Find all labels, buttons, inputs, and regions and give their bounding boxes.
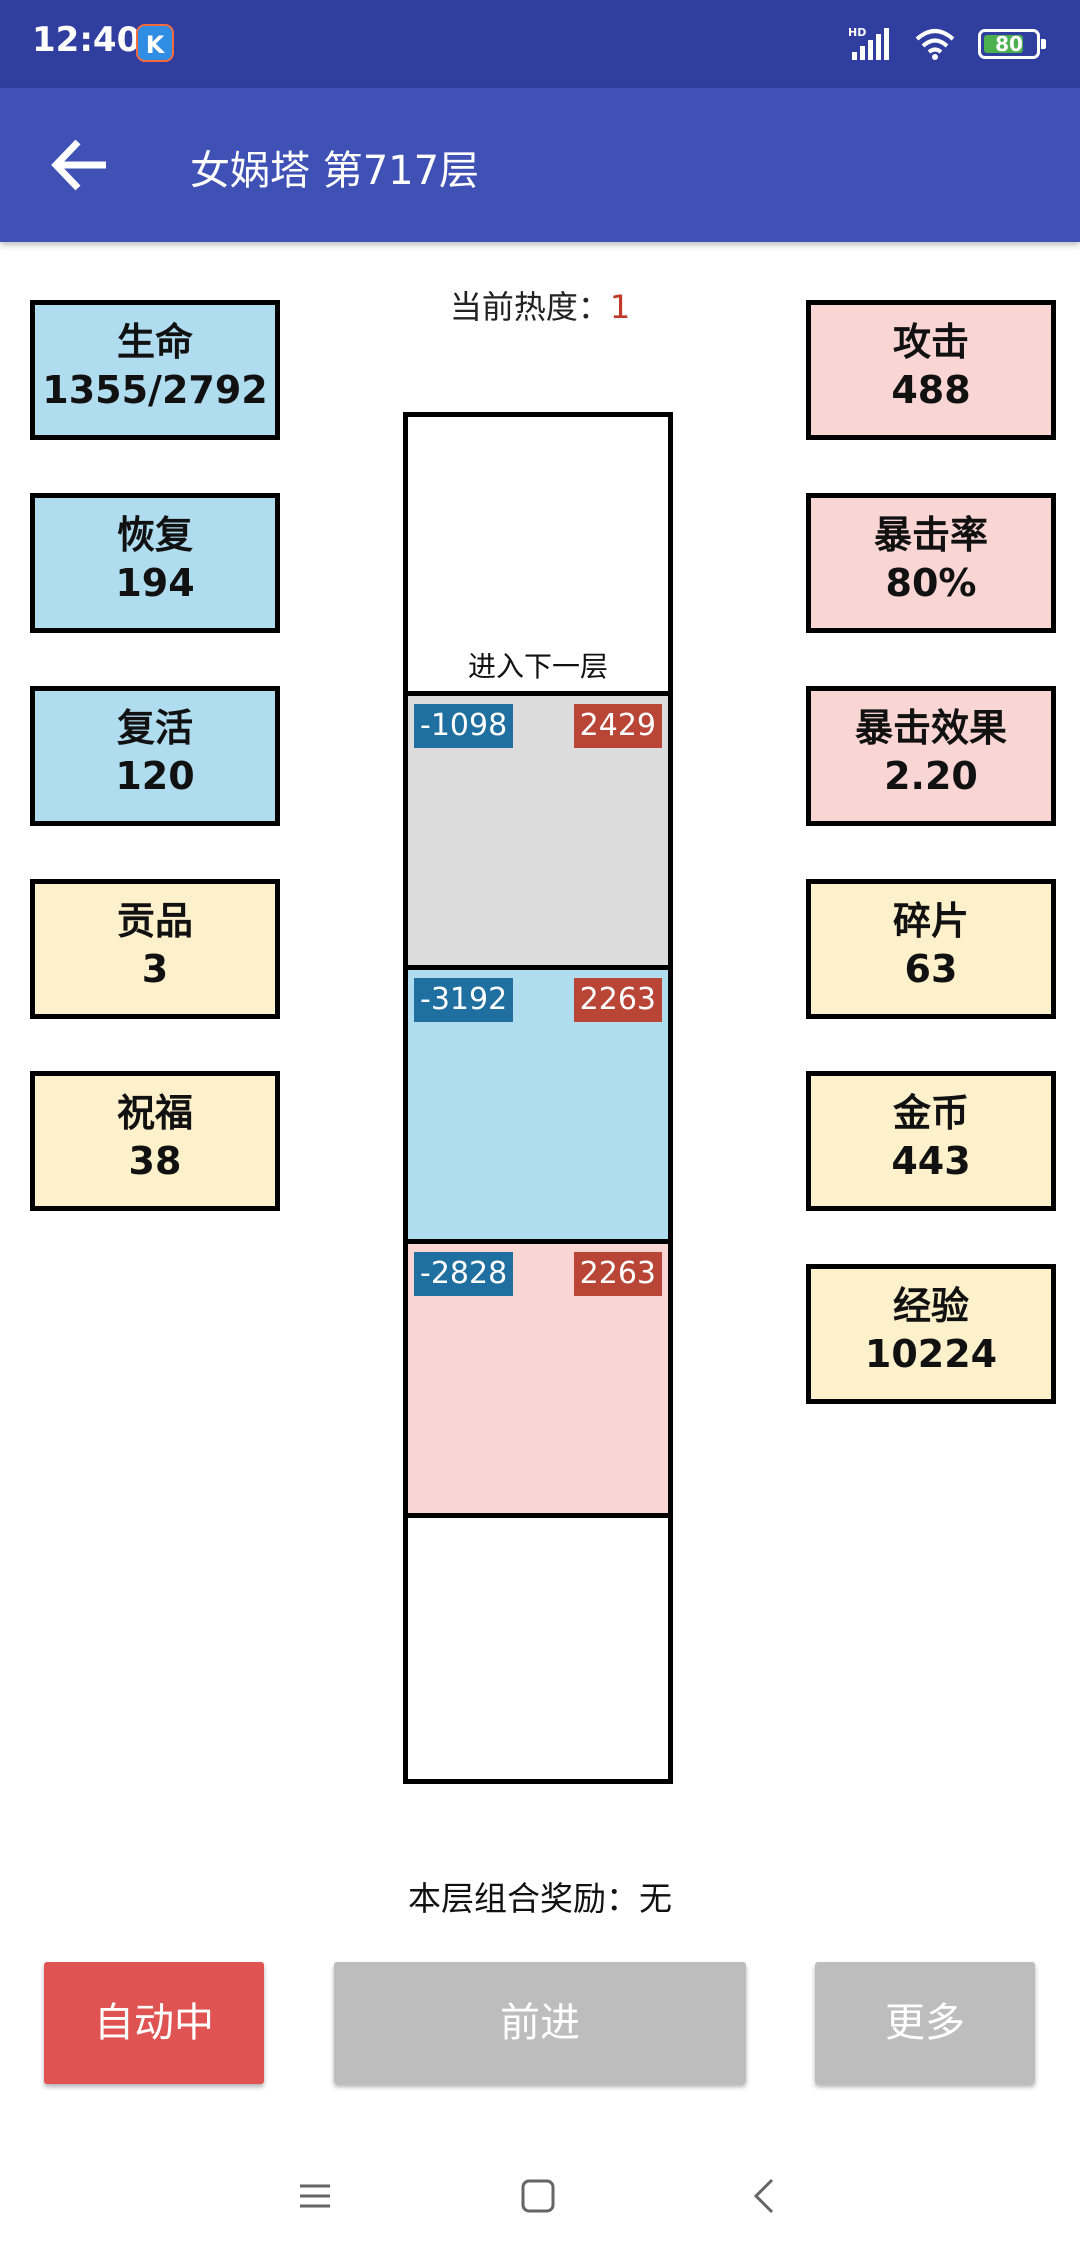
auto-button[interactable]: 自动中 [44,1962,264,2084]
enemy-cell[interactable]: -3192 2263 [408,965,668,1239]
heat-value: 1 [609,288,631,326]
home-square-icon[interactable] [508,2166,568,2226]
enemy-cell[interactable]: -1098 2429 [408,691,668,965]
stat-exp: 经验 10224 [806,1264,1056,1404]
app-notification-icon: K [136,24,174,62]
battery-fill [984,35,1023,53]
menu-icon[interactable] [284,2166,344,2226]
stat-value: 63 [904,947,958,991]
back-chevron-icon[interactable] [734,2166,794,2226]
battery-icon: 80 [978,29,1046,59]
stat-label: 复活 [116,706,193,750]
stat-label: 暴击效果 [854,706,1007,750]
stat-label: 祝福 [116,1091,193,1135]
stat-fragments: 碎片 63 [806,879,1056,1019]
stat-value: 443 [891,1139,971,1183]
combo-reward: 本层组合奖励：无 [408,1879,672,1918]
signal-icon: HD [848,26,889,60]
stat-label: 金币 [892,1091,969,1135]
stat-value: 488 [891,368,971,412]
stat-label: 攻击 [892,320,969,364]
stat-gold: 金币 443 [806,1071,1056,1211]
wifi-icon [915,29,955,60]
arrow-left-icon[interactable] [44,130,124,200]
stat-value: 10224 [864,1332,998,1376]
system-nav-bar [0,2140,1080,2248]
stat-recover: 恢复 194 [30,493,280,633]
stat-value: 194 [115,561,195,605]
network-type-label: HD [848,26,866,39]
next-floor-label: 进入下一层 [467,650,608,683]
stat-value: 2.20 [884,754,978,798]
enemy-damage: -2828 [414,1252,514,1296]
enemy-damage: -1098 [414,704,514,748]
status-icons: HD 80 [848,22,1046,66]
battery-level: 80 [995,32,1023,56]
tower: 进入下一层 -1098 2429 -3192 2263 -2828 2263 [403,412,673,1784]
empty-cell [408,1513,668,1779]
enemy-cell[interactable]: -2828 2263 [408,1239,668,1513]
stat-label: 经验 [892,1284,969,1328]
stat-value: 3 [141,947,169,991]
more-button[interactable]: 更多 [815,1962,1035,2084]
next-floor-cell[interactable]: 进入下一层 [408,417,668,691]
stat-value: 1355/2792 [42,368,268,412]
stat-crit-effect: 暴击效果 2.20 [806,686,1056,826]
enemy-hp: 2263 [573,978,662,1022]
stat-attack: 攻击 488 [806,300,1056,440]
heat-indicator: 当前热度：1 [0,282,1080,328]
status-bar: 12:40 K HD 80 [0,0,1080,88]
stat-crit-rate: 暴击率 80% [806,493,1056,633]
stat-value: 38 [128,1139,182,1183]
forward-button[interactable]: 前进 [334,1962,746,2084]
stat-label: 暴击率 [873,513,988,557]
stat-blessing: 祝福 38 [30,1071,280,1211]
stat-label: 恢复 [116,513,193,557]
stat-value: 120 [115,754,195,798]
enemy-hp: 2429 [573,704,662,748]
app-bar: 女娲塔 第717层 [0,88,1080,242]
stat-value: 80% [885,561,977,605]
stat-hp: 生命 1355/2792 [30,300,280,440]
enemy-damage: -3192 [414,978,514,1022]
stat-label: 碎片 [892,899,969,943]
status-time: 12:40 [32,20,141,60]
heat-label: 当前热度： [449,288,610,326]
stat-revive: 复活 120 [30,686,280,826]
stat-label: 贡品 [116,899,193,943]
stat-tribute: 贡品 3 [30,879,280,1019]
stat-label: 生命 [116,320,193,364]
enemy-hp: 2263 [573,1252,662,1296]
page-title: 女娲塔 第717层 [190,148,480,194]
